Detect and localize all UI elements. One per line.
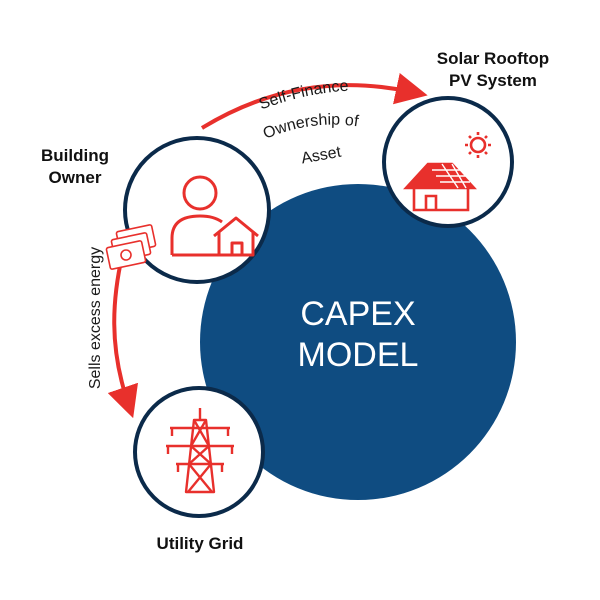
solar-rooftop-label: Solar Rooftop PV System [408, 48, 578, 92]
building-owner-line-1: Building [41, 146, 109, 165]
solar-rooftop-line-1: Solar Rooftop [436, 49, 550, 68]
self-finance-label: Self-Finance [257, 78, 349, 114]
building-owner-node [123, 136, 271, 284]
utility-grid-text: Utility Grid [156, 534, 244, 553]
person-house-icon [170, 175, 259, 257]
ownership-label-line-1: Ownership of [261, 112, 360, 143]
solar-rooftop-line-2: PV System [449, 71, 537, 90]
utility-grid-node [133, 386, 265, 518]
solar-house-icon [403, 132, 491, 212]
core-line-2: MODEL [298, 336, 419, 374]
ownership-label-line-2: Asset [300, 144, 343, 168]
building-owner-label: Building Owner [20, 145, 130, 189]
utility-grid-label: Utility Grid [130, 533, 270, 555]
core-line-1: CAPEX [300, 295, 415, 333]
solar-rooftop-node [382, 96, 514, 228]
money-icon [105, 224, 157, 270]
sells-excess-label: Sells excess energy [87, 247, 104, 389]
transmission-tower-icon [166, 408, 234, 494]
self-finance-arrow [200, 73, 428, 130]
building-owner-line-2: Owner [48, 168, 102, 187]
capex-core-circle [200, 184, 516, 500]
